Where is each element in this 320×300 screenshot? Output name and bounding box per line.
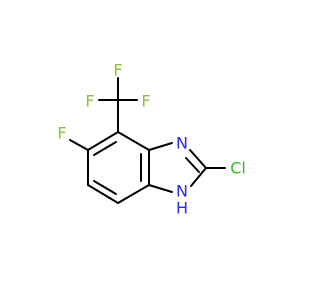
chlorine-label: Cl	[230, 159, 246, 178]
bonds	[69, 77, 226, 204]
bond-n3-c2-inner	[185, 157, 200, 173]
molecule-structure-diagram: F F F F N N H Cl	[57, 61, 245, 218]
bond-n1-c7a	[148, 184, 173, 193]
fluorine-left-label: F	[85, 92, 94, 111]
hydrogen-amine-label: H	[176, 199, 188, 218]
fluorine-top-label: F	[113, 61, 122, 80]
bond-c3a-n3	[148, 142, 173, 151]
fluorine-ring-label: F	[57, 124, 66, 143]
bond-c3a-c4	[117, 131, 150, 151]
fluorine-right-label: F	[141, 92, 150, 111]
bond-c6-c7-inner	[93, 180, 117, 195]
nitrogen-imine-label: N	[176, 134, 188, 153]
bond-c6-c7	[87, 184, 119, 204]
bond-n3-c2	[189, 149, 207, 169]
bond-c5-f	[69, 139, 89, 151]
bond-c4-c5	[87, 131, 119, 151]
nitrogen-amine-label: N	[176, 182, 188, 201]
bond-c2-n1	[190, 167, 207, 187]
bond-c7-c7a	[117, 184, 150, 204]
bond-c4-c5-inner	[93, 141, 117, 156]
atom-labels: F F F F N N H Cl	[57, 61, 245, 218]
